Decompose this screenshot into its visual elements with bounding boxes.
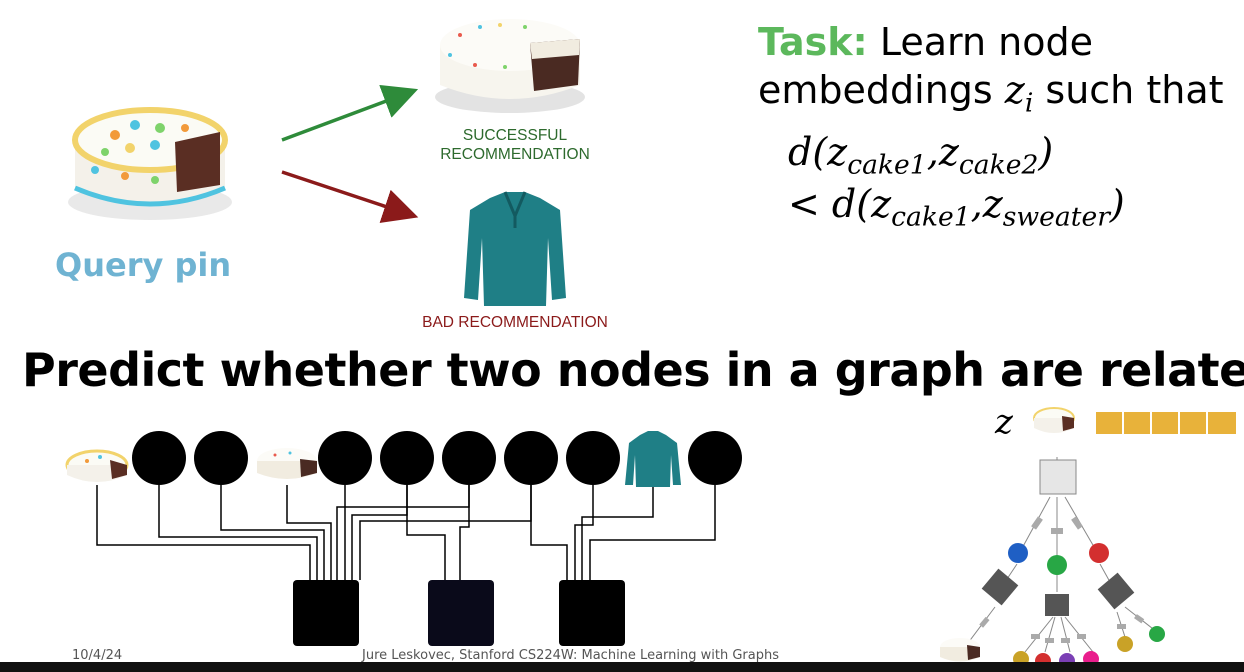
z4: z xyxy=(982,182,1003,226)
neighbor-green xyxy=(1047,555,1067,575)
comma2: , xyxy=(970,182,983,226)
aggregator-left xyxy=(981,568,1019,606)
cake-node-1 xyxy=(65,449,129,482)
z3: z xyxy=(871,182,892,226)
i-subscript: i xyxy=(1024,87,1034,119)
node-7 xyxy=(442,431,496,485)
successful-label-line1: SUCCESSFUL xyxy=(462,127,568,144)
bottom-node-3 xyxy=(559,580,625,646)
embedding-z-label: z xyxy=(995,402,1013,442)
task-line1-rest: Learn node xyxy=(867,20,1093,64)
aggregator-right xyxy=(1097,572,1135,610)
cake1-sub: cake1 xyxy=(847,149,927,181)
node-5 xyxy=(318,431,372,485)
task-line-1: Task: Learn node xyxy=(758,18,1224,66)
successful-label-line2: RECOMMENDATION xyxy=(440,146,590,163)
close2: ) xyxy=(1109,182,1125,226)
task-line2-prefix: embeddings xyxy=(758,68,1005,112)
bipartite-graph xyxy=(65,431,742,646)
embedding-cake-icon xyxy=(1033,407,1075,433)
aggregator-middle xyxy=(1045,594,1069,616)
close1: ) xyxy=(1038,130,1054,174)
task-statement: Task: Learn node embeddings zi such that xyxy=(758,18,1224,128)
neighbor-red xyxy=(1089,543,1109,563)
cake-node-2 xyxy=(257,448,317,479)
bottom-bar xyxy=(0,662,1244,672)
z-symbol: z xyxy=(1004,68,1025,112)
top-nodes xyxy=(65,431,742,487)
z2: z xyxy=(938,130,959,174)
cake1-sub-2: cake1 xyxy=(891,201,971,233)
d-open-2: d( xyxy=(831,182,872,226)
gnn-computation-graph xyxy=(940,457,1165,669)
comma1: , xyxy=(926,130,939,174)
headline: Predict whether two nodes in a graph are… xyxy=(22,343,1244,397)
bottom-node-1 xyxy=(293,580,359,646)
node-8 xyxy=(504,431,558,485)
footer-date: 10/4/24 xyxy=(72,648,123,663)
recommended-cake-image xyxy=(435,19,585,113)
node-9 xyxy=(566,431,620,485)
neighbor-blue xyxy=(1008,543,1028,563)
task-keyword: Task: xyxy=(758,20,868,64)
formula-line-1: d(zcake1,zcake2) xyxy=(788,130,1053,181)
cake2-sub: cake2 xyxy=(958,149,1039,181)
node-2 xyxy=(132,431,186,485)
sweater-node xyxy=(625,431,681,487)
query-pin-label: Query pin xyxy=(55,246,232,284)
success-arrow xyxy=(281,84,419,142)
node-6 xyxy=(380,431,434,485)
node-11 xyxy=(688,431,742,485)
such-that-text: such that xyxy=(1033,68,1224,112)
bad-recommendation-label: BAD RECOMMENDATION xyxy=(422,314,608,331)
graph-edges xyxy=(96,485,716,580)
footer-credit: Jure Leskovec, Stanford CS224W: Machine … xyxy=(362,648,779,663)
task-line-2: embeddings zi such that xyxy=(758,66,1224,128)
bad-arrow xyxy=(281,170,419,223)
formula-line-2: < d(zcake1,zsweater) xyxy=(788,182,1125,233)
query-cake-image xyxy=(68,107,232,220)
bottom-node-2 xyxy=(428,580,494,646)
successful-recommendation-label: SUCCESSFUL RECOMMENDATION xyxy=(430,126,600,164)
less-than: < xyxy=(788,182,832,226)
leaf-cake-icon xyxy=(940,638,980,662)
embedding-vector xyxy=(1096,412,1236,434)
node-3 xyxy=(194,431,248,485)
sweater-sub: sweater xyxy=(1002,201,1110,233)
aggregator-top xyxy=(1039,459,1077,495)
d-open: d( xyxy=(788,130,828,174)
recommendation-arrows xyxy=(281,84,419,223)
z1: z xyxy=(827,130,848,174)
sweater-image xyxy=(464,191,566,306)
